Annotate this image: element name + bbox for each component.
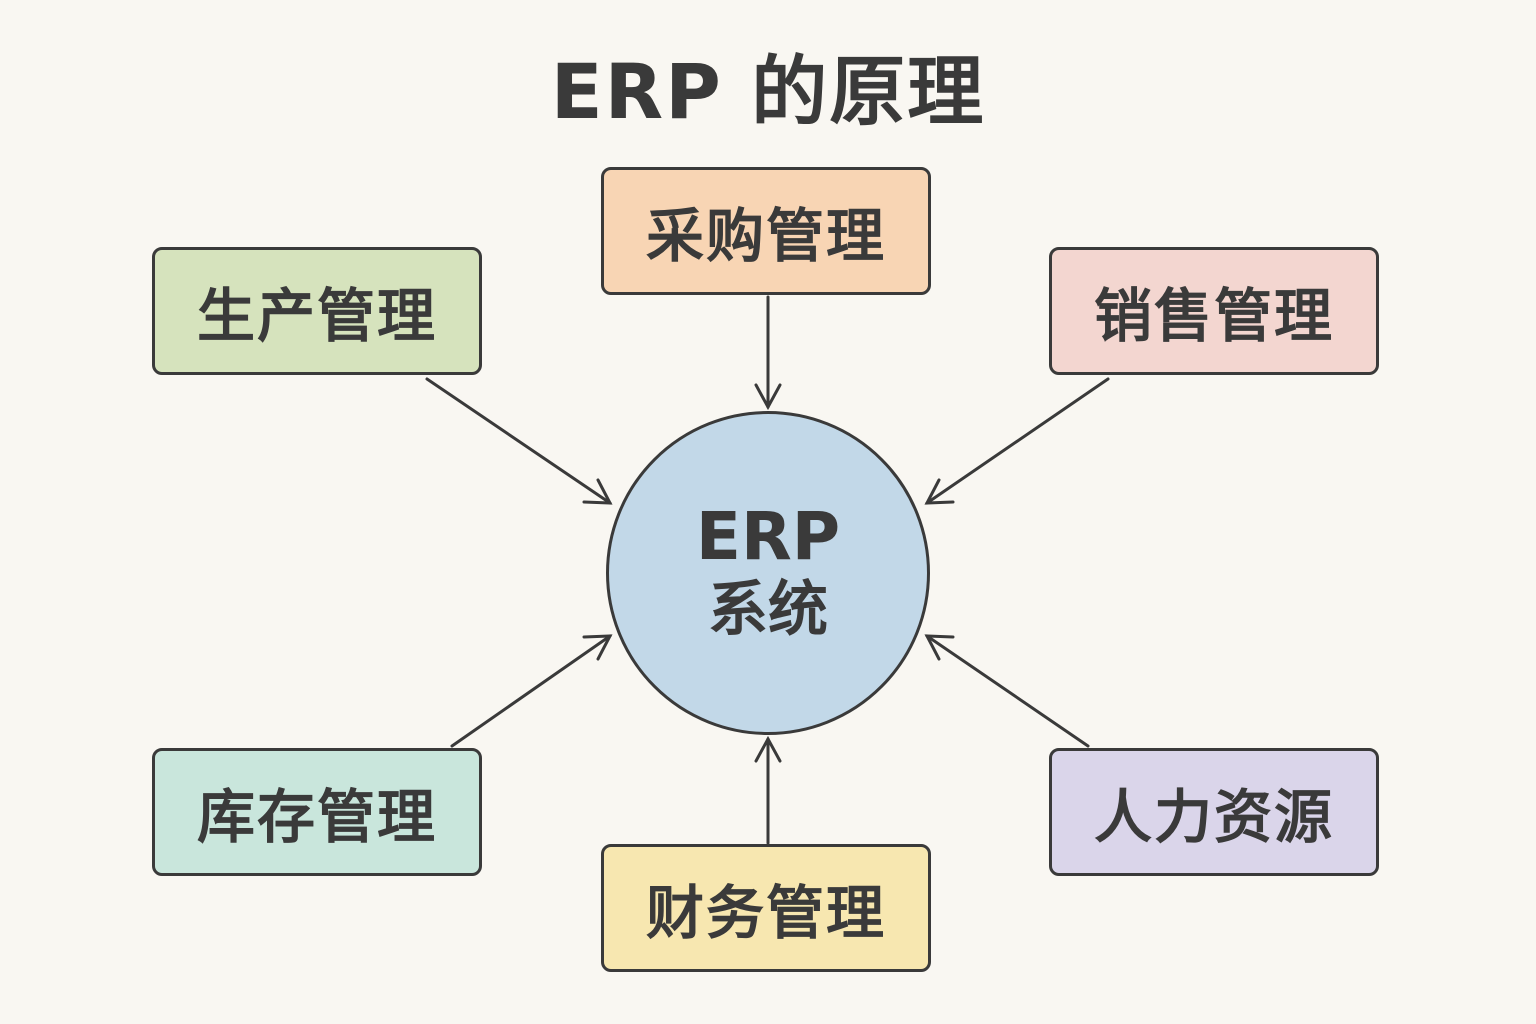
module-label: 人力资源: [1093, 783, 1334, 851]
arrowhead-purchase: [754, 383, 782, 411]
arrowhead-production: [582, 478, 613, 505]
edge-inventory: [450, 634, 612, 748]
arrowhead-inventory: [582, 634, 613, 661]
module-purchase: 采购管理: [601, 167, 931, 295]
edge-hr: [925, 634, 1090, 748]
module-sales: 销售管理: [1049, 247, 1379, 375]
edge-sales: [925, 377, 1110, 505]
module-label: 生产管理: [196, 282, 437, 350]
module-finance: 财务管理: [601, 844, 931, 972]
edge-production: [425, 377, 612, 505]
hub-subtitle: 系统: [708, 575, 828, 645]
module-production: 生产管理: [152, 247, 482, 375]
erp-system-hub: ERP 系统: [606, 411, 930, 735]
module-label: 库存管理: [196, 783, 437, 851]
module-hr: 人力资源: [1049, 748, 1379, 876]
module-inventory: 库存管理: [152, 748, 482, 876]
module-label: 销售管理: [1093, 282, 1334, 350]
arrowhead-sales: [924, 478, 955, 505]
module-label: 采购管理: [645, 202, 886, 270]
arrowhead-hr: [924, 634, 955, 661]
hub-title: ERP: [695, 498, 841, 575]
diagram-title: ERP 的原理: [550, 47, 986, 136]
arrowhead-finance: [754, 735, 782, 763]
module-label: 财务管理: [645, 879, 886, 947]
